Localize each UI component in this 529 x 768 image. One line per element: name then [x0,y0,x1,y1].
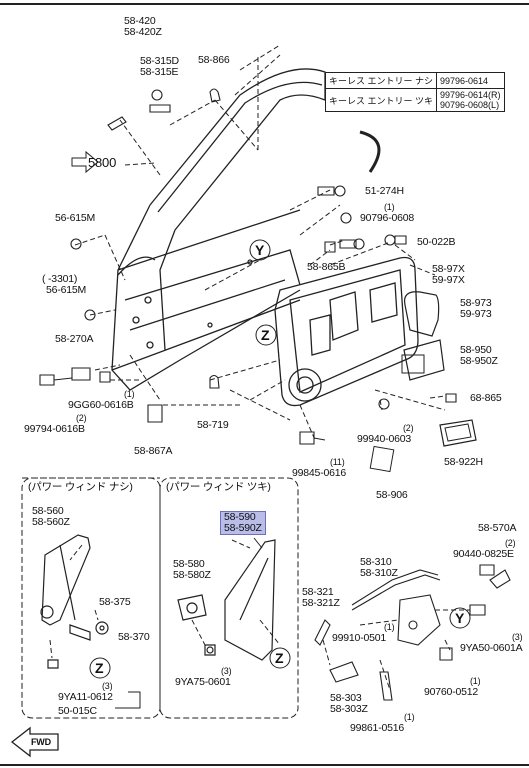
door-frame [111,68,326,391]
part-label-58-867a: 58-867A [134,445,173,457]
part-label-58-270a: 58-270A [55,333,94,345]
part-label-50-015c: 50-015C [58,705,97,717]
part-label-51-274h: 51-274H [365,185,404,197]
part-label-99940-0603: (2)99940-0603 [357,423,414,445]
spec-row: キーレス エントリー ナシ 99796-0614 [324,72,505,89]
hardware-bolts [39,88,457,445]
part-label-5800: 5800 [88,155,117,170]
part-label-58-570a: 58-570A [478,522,517,534]
part-label-90796-0608: (1)90796-0608 [360,202,415,224]
callout-z-right: Z [275,650,284,666]
part-label-58-906: 58-906 [376,489,408,501]
part-label-58-370: 58-370 [118,631,150,643]
part-label-90440-0825e: (2)90440-0825E [453,538,516,560]
box-title-manual-window: (パワー ウィンド ナシ) [28,481,133,493]
fwd-arrow-label: FWD [31,737,51,747]
part-label-99910-0501: (1)99910-0501 [332,622,395,644]
spec-desc: キーレス エントリー ナシ [324,72,438,89]
window-regulator-manual [40,534,109,669]
part-label-58-719: 58-719 [197,419,229,431]
spec-code-l: 90796-0608(L) [440,100,500,110]
part-label-56-615m-early: ( -3301)56-615M [42,273,87,296]
part-label-9ya75-0601: (3)9YA75-0601 [175,666,232,688]
callout-z-main: Z [261,327,270,343]
part-label-99794-0616b: (2)99794-0616B [24,413,87,435]
part-label-58-922h: 58-922H [444,456,483,468]
part-label-58-865b: 58-865B [307,261,346,273]
part-label-58-866: 58-866 [198,54,230,66]
door-lock-assembly [314,564,511,701]
part-label-9ya11-0612: (3)9YA11-0612 [58,681,113,703]
part-label-50-022b: 50-022B [417,236,456,248]
part-label-58-375: 58-375 [99,596,131,608]
spec-code: 99796-0614 [436,72,505,89]
part-label-90760-0512: (1)90760-0512 [424,676,481,698]
callout-y-main: Y [255,242,265,258]
box-title-power-window: (パワー ウィンド ツキ) [166,481,271,493]
part-label-9ya50-0601a: (3)9YA50-0601A [460,632,523,654]
spec-code: 99796-0614(R) 90796-0608(L) [436,88,505,112]
part-label-68-865: 68-865 [470,392,502,404]
part-label-9gg60-0616b: (1)9GG60-0616B [68,389,135,411]
part-label-56-615m: 56-615M [55,212,96,224]
window-regulator-power [177,539,276,661]
door-trim-panel [274,256,419,407]
spec-code-r: 99796-0614(R) [440,90,501,100]
callout-z-left: Z [95,660,104,676]
callout-y-lock: Y [455,610,465,626]
part-label-99861-0516: (1)99861-0516 [350,712,415,734]
keyless-entry-spec-table: キーレス エントリー ナシ 99796-0614 キーレス エントリー ツキ 9… [324,72,505,112]
spec-desc: キーレス エントリー ツキ [324,88,438,112]
part-label-99845-0616: (11)99845-0616 [292,457,347,479]
spec-row: キーレス エントリー ツキ 99796-0614(R) 90796-0608(L… [324,88,505,112]
